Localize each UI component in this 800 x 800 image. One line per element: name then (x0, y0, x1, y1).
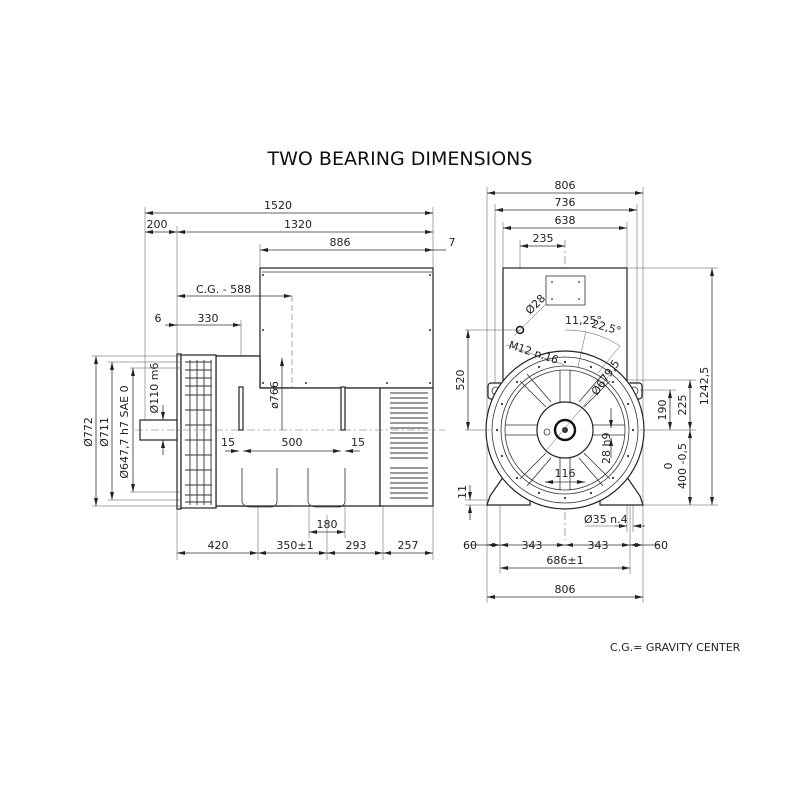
dim-center-of-gravity: C.G. - 588 (196, 283, 251, 296)
dim-width-638: 638 (555, 214, 576, 227)
dim-shaft-height-tolerance: 0 (662, 463, 675, 470)
dim-lug-left: 15 (221, 436, 235, 449)
dim-height-225: 225 (676, 395, 689, 416)
dim-height-520: 520 (454, 370, 467, 391)
side-view: 1520 200 1320 886 7 C.G. - 588 6 330 (82, 199, 456, 560)
dim-dia-772: Ø772 (82, 417, 95, 447)
dim-width-806-bottom: 806 (555, 583, 576, 596)
dim-body-length: 1320 (284, 218, 312, 231)
dim-overall-length: 1520 (264, 199, 292, 212)
dim-lug-distance: 330 (198, 312, 219, 325)
dim-key-116: 116 (555, 467, 576, 480)
dim-bottom-343-left: 343 (522, 539, 543, 552)
dim-width-736: 736 (555, 196, 576, 209)
dim-bottom-343-right: 343 (588, 539, 609, 552)
dim-height-1242: 1242,5 (698, 367, 711, 406)
dim-bottom-257: 257 (398, 539, 419, 552)
label-angle-11: 11,25° (565, 314, 602, 327)
dim-dia-711: Ø711 (98, 417, 111, 447)
legend-gravity-center: C.G.= GRAVITY CENTER (610, 641, 741, 654)
drawing-title: TWO BEARING DIMENSIONS (267, 148, 533, 170)
dim-shaft-height: 400 -0,5 (676, 443, 689, 489)
dim-width-806-top: 806 (555, 179, 576, 192)
dim-shaft-extension: 200 (147, 218, 168, 231)
dim-bottom-60-left: 60 (463, 539, 477, 552)
dim-bottom-60-right: 60 (654, 539, 668, 552)
dim-shaft-dia: Ø110 m6 (148, 363, 161, 414)
front-view: 806 736 638 235 (454, 179, 718, 603)
dim-foot-holes: Ø35 n.4 (584, 513, 628, 526)
dim-spigot-sae: Ø647,7 h7 SAE 0 (118, 385, 131, 478)
dim-terminal-box-offset: 7 (449, 236, 456, 249)
dim-lug-span: 500 (282, 436, 303, 449)
dim-bottom-350: 350±1 (276, 539, 313, 552)
dim-height-190: 190 (656, 400, 669, 421)
dim-bottom-420: 420 (208, 539, 229, 552)
dim-bottom-293: 293 (346, 539, 367, 552)
dim-key: 28 h9 (600, 433, 613, 464)
dim-foot-span: 686±1 (546, 554, 583, 567)
dim-terminal-box-length: 886 (330, 236, 351, 249)
dim-foot-thickness: 11 (456, 485, 469, 499)
dim-flange-offset: 6 (155, 312, 162, 325)
dim-body-dia: ø766 (268, 381, 281, 409)
dim-offset-235: 235 (533, 232, 554, 245)
dim-lug-right: 15 (351, 436, 365, 449)
